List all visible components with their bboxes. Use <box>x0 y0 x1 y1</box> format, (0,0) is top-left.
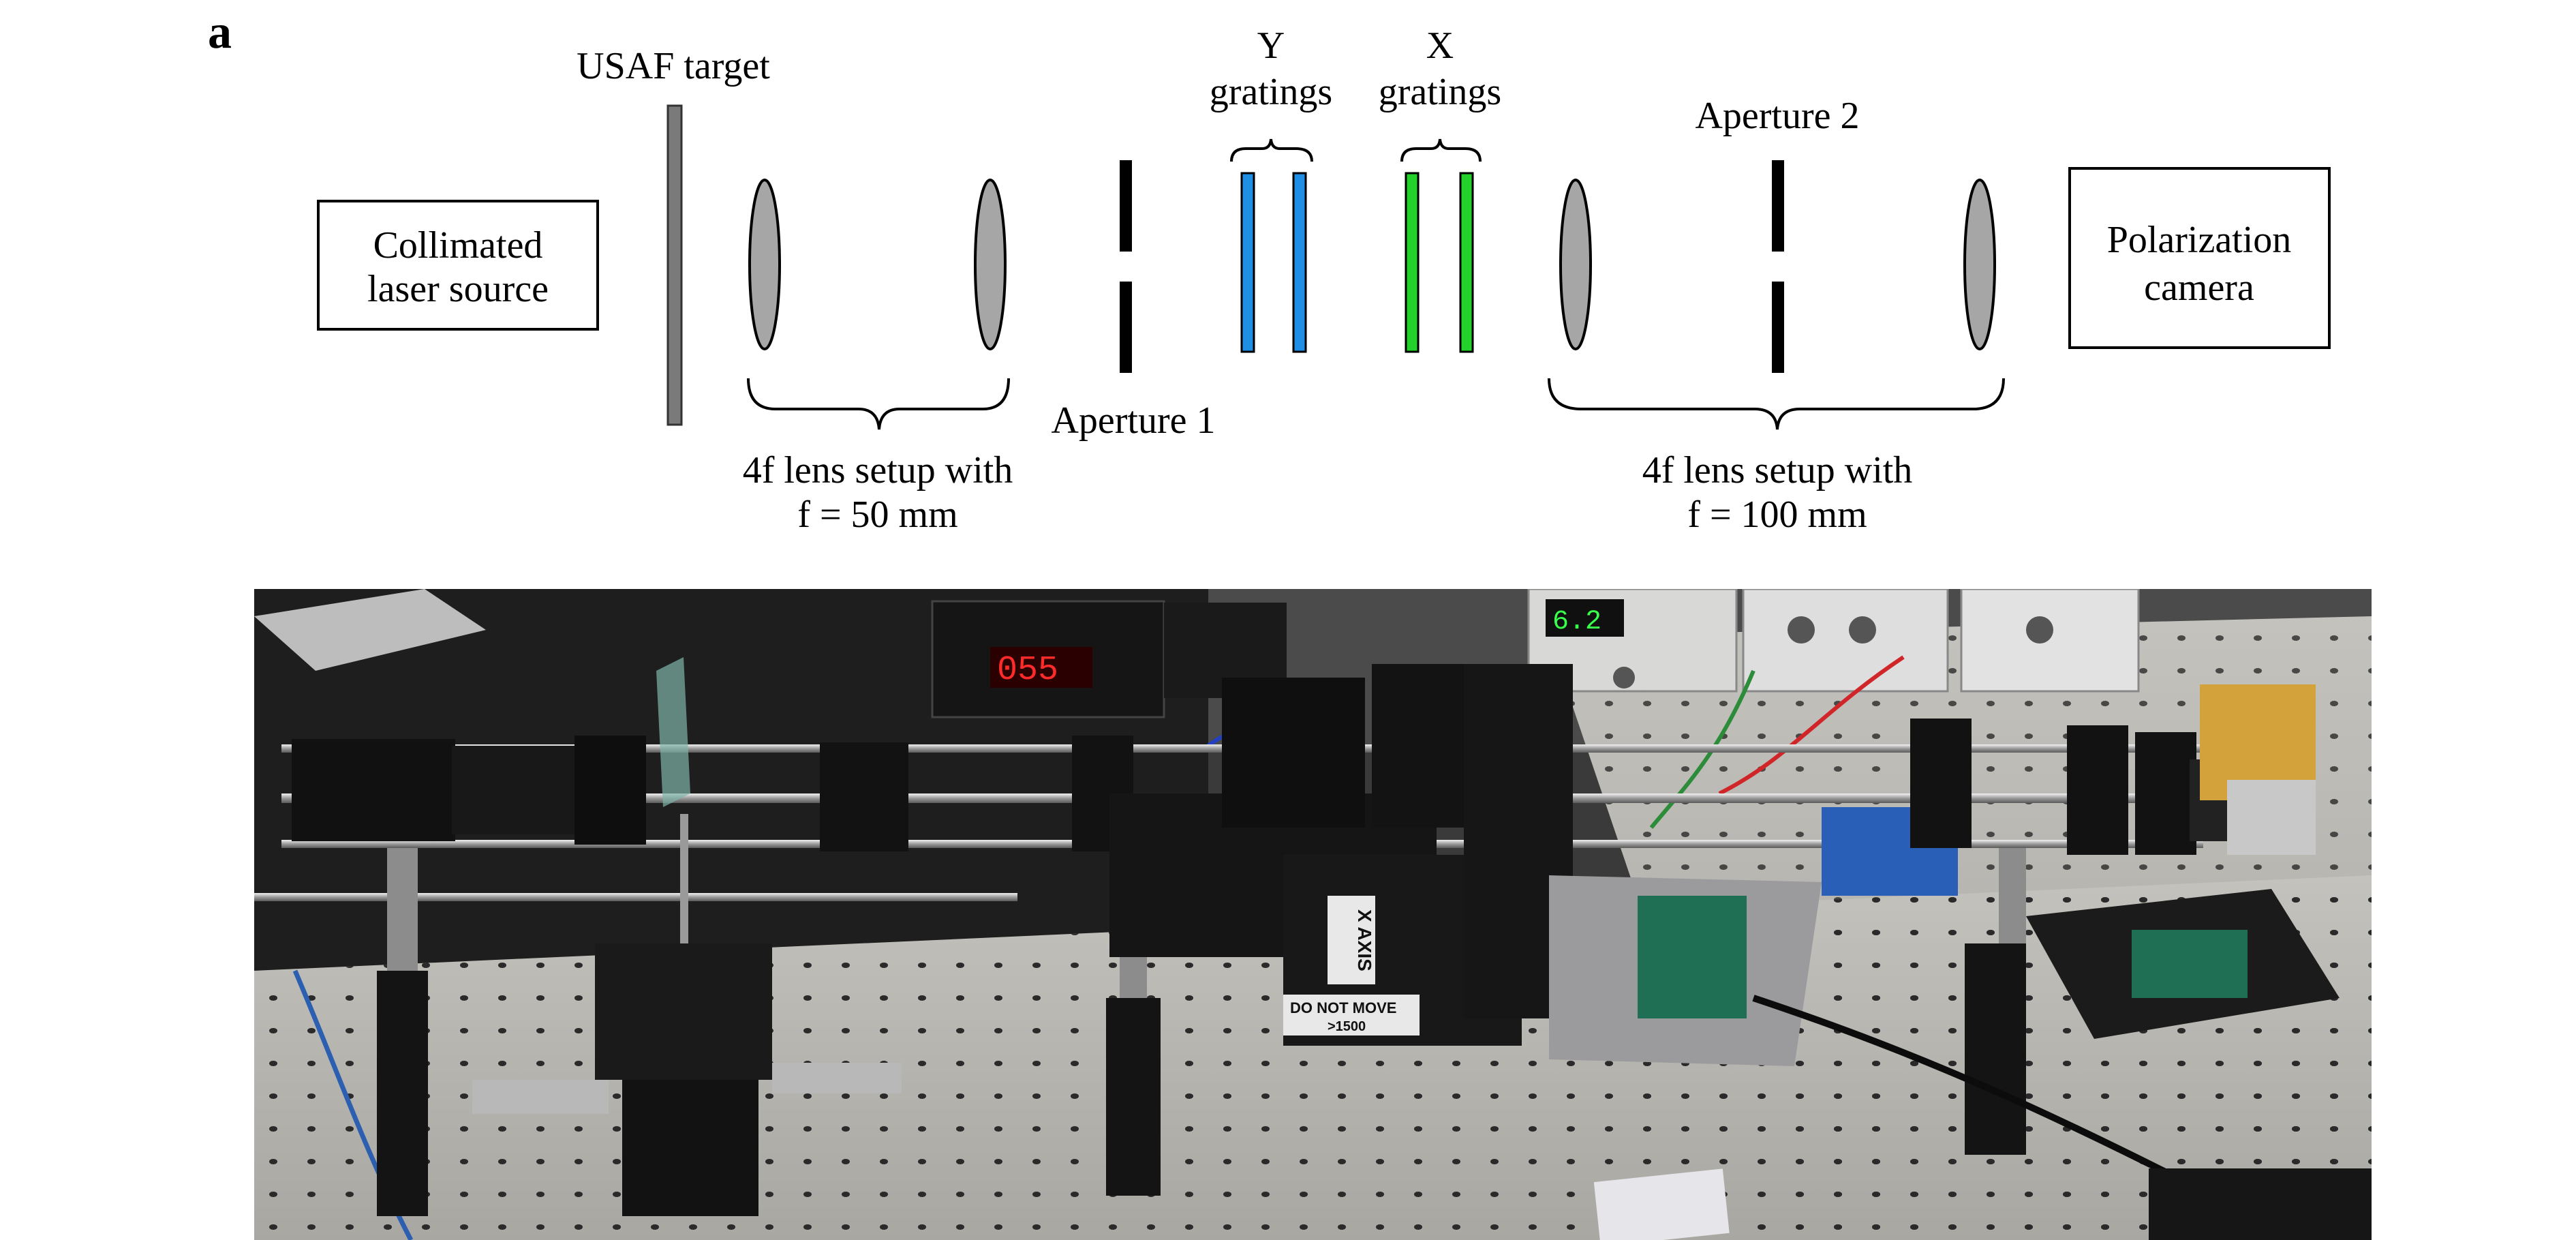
y-gratings-brace <box>1230 138 1313 162</box>
lens-group-2-brace <box>1548 378 2005 430</box>
knob-4 <box>1613 667 1635 689</box>
x-axis-tag <box>1328 896 1375 984</box>
lens-group-1-label-2: f = 50 mm <box>797 494 957 536</box>
micrometer-left <box>472 1080 609 1114</box>
cage-mount-right-3 <box>2135 732 2196 855</box>
power-display-value: 6.2 <box>1552 607 1601 637</box>
wire-red <box>1718 655 1905 796</box>
knob-1 <box>1788 616 1815 644</box>
power-display <box>1546 599 1624 637</box>
aperture-1-top <box>1120 160 1132 252</box>
usaf-target-label: USAF target <box>577 45 770 87</box>
laser-source-box <box>317 200 599 331</box>
cage-mount-right-2 <box>2067 725 2128 855</box>
camera-fins <box>2227 780 2316 855</box>
post-holder-3 <box>1965 943 2026 1155</box>
power-supply-2 <box>1742 589 1949 693</box>
lens-3 <box>1559 179 1592 350</box>
micrometer-right <box>772 1063 902 1093</box>
cage-mount-2 <box>452 746 588 834</box>
plastic-box <box>254 589 486 671</box>
lens-1 <box>748 179 781 350</box>
laser-source-label-1: Collimated <box>373 224 543 267</box>
rod-4 <box>254 893 1017 901</box>
target-post <box>680 814 688 950</box>
warning-text-2: >1500 <box>1328 1019 1366 1034</box>
aperture-2-label: Aperture 2 <box>1695 95 1859 137</box>
warning-tag <box>1283 995 1420 1035</box>
warning-text-1: DO NOT MOVE <box>1290 999 1396 1016</box>
camera-label-1: Polarization <box>2107 219 2292 261</box>
power-supply-3 <box>1960 589 2140 693</box>
x-gratings-label-1: X <box>1426 25 1454 67</box>
stage-bottom-right <box>2149 1168 2372 1240</box>
x-grating-2 <box>1459 172 1474 353</box>
cage-mount-3 <box>574 736 646 845</box>
lens-group-1-label-1: 4f lens setup with <box>743 449 1013 492</box>
polarization-camera-box <box>2068 167 2331 349</box>
cage-mount-right-1 <box>1910 719 1972 848</box>
knob-2 <box>1849 616 1876 644</box>
translation-stage <box>595 943 772 1080</box>
usaf-target <box>666 104 683 426</box>
arduino-board <box>1638 896 1747 1018</box>
y-gratings-label-1: Y <box>1257 25 1285 67</box>
stage-base <box>622 1080 758 1216</box>
lens-group-1-brace <box>747 378 1010 430</box>
lens-group-2-label-1: 4f lens setup with <box>1642 449 1913 492</box>
lens-4 <box>1963 179 1996 350</box>
panel-label-a: a <box>208 6 232 59</box>
paper-note <box>1593 1168 1730 1240</box>
aperture-2-bottom <box>1772 282 1784 373</box>
panel-label-b: b <box>204 584 231 589</box>
y-grating-2 <box>1292 172 1307 353</box>
setup-photo: 055 6.2 X AXIS DO NOT MOVE >1500 <box>254 589 2372 1240</box>
grating-mount-a <box>1222 678 1365 828</box>
laser-display-value: 055 <box>997 651 1058 690</box>
x-gratings-label-2: gratings <box>1379 71 1501 113</box>
wire-green <box>1649 669 1755 829</box>
aperture-2-top <box>1772 160 1784 252</box>
lens-group-2-label-2: f = 100 mm <box>1687 494 1867 536</box>
lens-mount-mid-1 <box>820 742 908 851</box>
knob-3 <box>2026 616 2053 644</box>
y-grating-1 <box>1240 172 1255 353</box>
usaf-target-plate <box>656 657 690 807</box>
laser-source-label-2: laser source <box>367 268 549 310</box>
post-3 <box>1999 848 2026 950</box>
x-grating-1 <box>1405 172 1420 353</box>
aperture-1-label: Aperture 1 <box>1051 399 1215 442</box>
arduino-right <box>2132 930 2248 998</box>
x-gratings-brace <box>1400 138 1482 162</box>
setup-schematic: a Collimated laser source USAF target 4f… <box>204 6 2331 589</box>
aperture-1-bottom <box>1120 282 1132 373</box>
camera-label-2: camera <box>2144 267 2254 309</box>
post-holder-2 <box>1106 998 1161 1196</box>
cage-mount-1 <box>292 739 455 841</box>
lens-2 <box>974 179 1007 350</box>
laser-display <box>990 647 1092 688</box>
post-holder-1 <box>377 971 428 1216</box>
y-gratings-label-2: gratings <box>1210 71 1332 113</box>
x-axis-text: X AXIS <box>1354 909 1375 971</box>
